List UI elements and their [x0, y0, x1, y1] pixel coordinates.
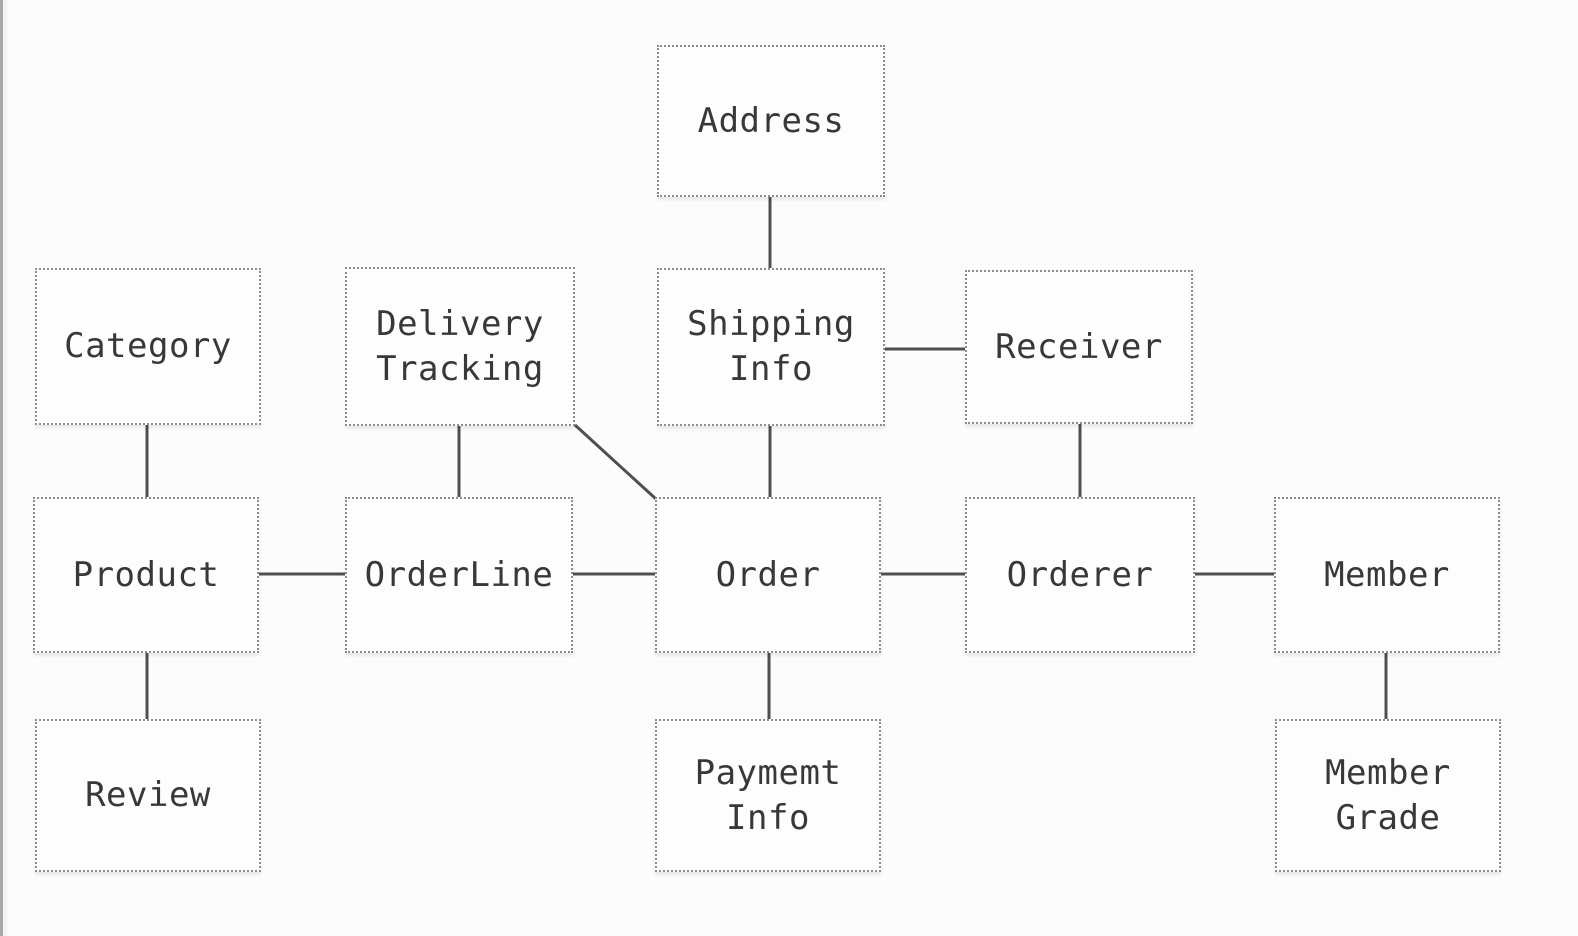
node-category-label: Category	[64, 326, 232, 367]
node-review-label: Review	[85, 775, 211, 816]
node-address: Address	[657, 45, 885, 197]
node-orderline: OrderLine	[345, 497, 573, 653]
node-address-label: Address	[697, 100, 845, 141]
node-review: Review	[35, 719, 261, 872]
node-orderer-label: Orderer	[1006, 554, 1154, 595]
node-orderer: Orderer	[965, 497, 1195, 653]
node-receiver: Receiver	[965, 270, 1193, 424]
node-orderline-label: OrderLine	[364, 554, 554, 595]
node-member: Member	[1274, 497, 1500, 653]
node-payment-info-label: Paymemt Info	[694, 752, 842, 838]
node-delivery-tracking: Delivery Tracking	[345, 267, 575, 426]
node-shipping-info: Shipping Info	[657, 268, 885, 426]
node-receiver-label: Receiver	[995, 326, 1163, 367]
node-delivery-tracking-label: Delivery Tracking	[376, 303, 544, 389]
page-edge-line	[0, 0, 3, 936]
node-payment-info: Paymemt Info	[655, 719, 881, 872]
node-member-label: Member	[1324, 554, 1450, 595]
node-product-label: Product	[72, 554, 220, 595]
node-order: Order	[655, 497, 881, 653]
node-category: Category	[35, 268, 261, 425]
node-shipping-info-label: Shipping Info	[687, 304, 855, 389]
node-member-grade: Member Grade	[1275, 719, 1501, 872]
node-member-grade-label: Member Grade	[1325, 752, 1451, 838]
edge-delivery-order	[573, 423, 658, 501]
node-order-label: Order	[715, 554, 821, 595]
node-product: Product	[33, 497, 259, 653]
